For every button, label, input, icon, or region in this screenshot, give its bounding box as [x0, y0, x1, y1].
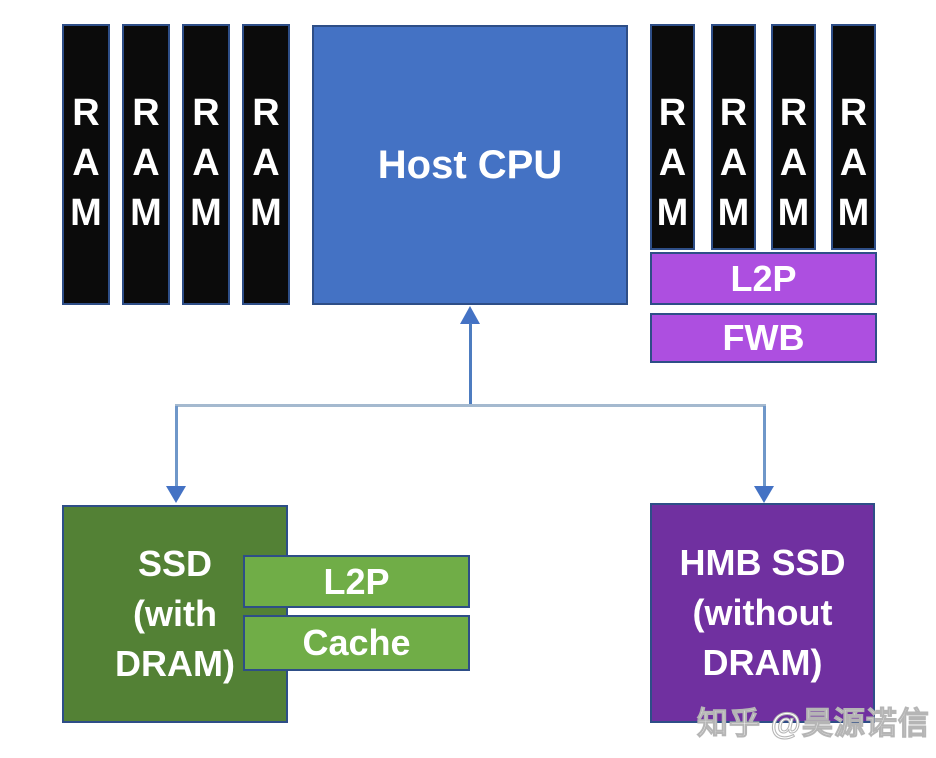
ram-label-letter: M [656, 192, 689, 234]
ram-label-letter: R [192, 92, 220, 134]
ram-module: R A M [62, 24, 110, 305]
ram-label-letter: A [72, 142, 100, 184]
host-cpu-box: Host CPU [312, 25, 628, 305]
ram-label-letter: R [839, 92, 868, 134]
ram-label-letter: R [252, 92, 280, 134]
ram-label-letter: M [250, 192, 282, 234]
ram-label-letter: M [837, 192, 870, 234]
ram-module: R A M [831, 24, 876, 250]
l2p-ssd-bar: L2P [243, 555, 470, 608]
ram-module: R A M [182, 24, 230, 305]
ram-label-letter: M [777, 192, 810, 234]
arrow-down-icon [166, 486, 186, 503]
hmb-ssd-label-line: (without [692, 592, 833, 633]
ram-label-letter: R [779, 92, 808, 134]
connector-center-stem [469, 323, 472, 405]
ram-module: R A M [650, 24, 695, 250]
ssd-with-dram-label-line: DRAM) [115, 643, 235, 684]
ram-module: R A M [122, 24, 170, 305]
ssd-with-dram-box: SSD (with DRAM) [62, 505, 288, 723]
connector-right-stem [763, 406, 766, 486]
ram-module: R A M [242, 24, 290, 305]
cache-bar: Cache [243, 615, 470, 671]
l2p-host-bar: L2P [650, 252, 877, 305]
ram-label-letter: R [658, 92, 687, 134]
connector-horizontal-line [175, 404, 766, 407]
hmb-ssd-box: HMB SSD (without DRAM) [650, 503, 875, 723]
ssd-with-dram-label-line: SSD [137, 543, 213, 584]
cache-label: Cache [302, 622, 411, 663]
ram-label-letter: R [72, 92, 100, 134]
ram-label-letter: A [658, 142, 687, 184]
ram-label-letter: A [252, 142, 280, 184]
host-cpu-label: Host CPU [377, 142, 563, 187]
connector-left-stem [175, 406, 178, 486]
fwb-label: FWB [722, 317, 805, 358]
ram-label-letter: A [839, 142, 868, 184]
ram-label-letter: A [132, 142, 160, 184]
ram-label-letter: R [719, 92, 748, 134]
ram-label-letter: A [192, 142, 220, 184]
hmb-ssd-label-line: DRAM) [702, 642, 823, 683]
ram-label-letter: R [132, 92, 160, 134]
hmb-ssd-label-line: HMB SSD [679, 542, 846, 583]
arrow-down-icon [754, 486, 774, 503]
l2p-host-label: L2P [730, 257, 797, 299]
l2p-ssd-label: L2P [323, 560, 390, 602]
watermark: 知乎 @昊源诺信 [697, 706, 930, 742]
fwb-bar: FWB [650, 313, 877, 363]
ram-label-letter: M [70, 192, 102, 234]
ram-label-letter: A [779, 142, 808, 184]
ram-label-letter: M [190, 192, 222, 234]
ram-label-letter: M [717, 192, 750, 234]
ram-label-letter: A [719, 142, 748, 184]
ram-module: R A M [711, 24, 756, 250]
ssd-with-dram-label-line: (with [133, 593, 217, 634]
arrow-up-icon [460, 306, 480, 324]
ram-module: R A M [771, 24, 816, 250]
ram-label-letter: M [130, 192, 162, 234]
